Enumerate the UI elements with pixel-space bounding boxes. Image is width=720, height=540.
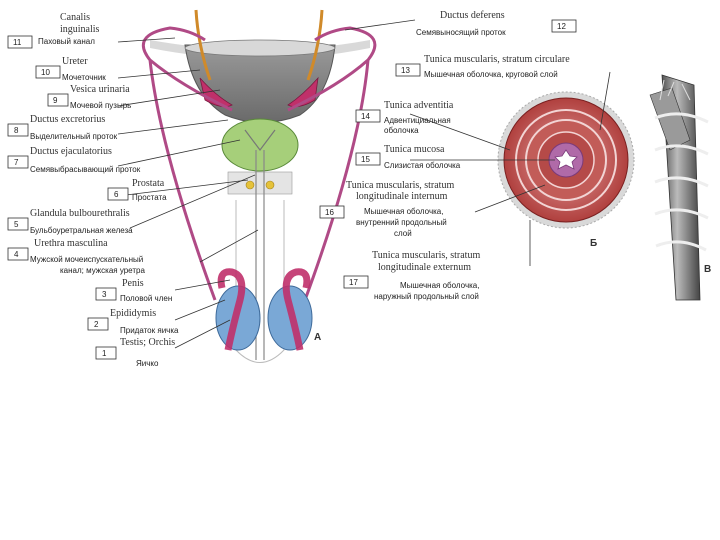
label-5-latin: Glandula bulbourethralis xyxy=(30,208,130,219)
label-2-num: 2 xyxy=(94,320,99,329)
label-17-russian-2: наружный продольный слой xyxy=(374,292,479,301)
panel-letter-b: Б xyxy=(590,238,597,249)
label-16-russian-1: Мышечная оболочка, xyxy=(364,207,443,216)
label-13-latin: Tunica muscularis, stratum circulare xyxy=(424,54,570,65)
panel-letter-a: А xyxy=(314,332,321,343)
label-9-latin: Vesica urinaria xyxy=(70,84,130,95)
label-number-boxes xyxy=(7,19,577,360)
label-16-latin-1: Tunica muscularis, stratum xyxy=(346,180,454,191)
label-15-num: 15 xyxy=(361,155,370,164)
ureter-right xyxy=(306,9,324,81)
label-14-russian-1: Адвентициальная xyxy=(384,116,451,125)
label-6-russian: Простата xyxy=(132,193,167,202)
label-10-russian: Мочеточник xyxy=(62,73,106,82)
label-10-latin: Ureter xyxy=(62,56,88,67)
label-17-num: 17 xyxy=(349,278,358,287)
panel-letter-c: В xyxy=(704,264,711,275)
ureter-left xyxy=(194,9,212,81)
panel-c-cylinder xyxy=(649,74,709,301)
label-8-latin: Ductus excretorius xyxy=(30,114,105,125)
label-16-num: 16 xyxy=(325,208,334,217)
label-12-latin: Ductus deferens xyxy=(440,10,505,21)
label-4-russian-2: канал; мужская уретра xyxy=(60,266,145,275)
label-9-num: 9 xyxy=(53,96,58,105)
label-7-latin: Ductus ejaculatorius xyxy=(30,146,112,157)
label-14-num: 14 xyxy=(361,112,370,121)
label-5-russian: Бульбоуретральная железа xyxy=(30,226,133,235)
prostate-shape xyxy=(221,118,299,172)
right-labels: 12 Ductus deferens Семявыносящий проток … xyxy=(325,10,570,301)
label-11-latin-1: Canalis xyxy=(60,12,90,23)
label-17-latin-2: longitudinale externum xyxy=(378,262,471,273)
epididymis-right xyxy=(282,268,311,351)
label-17-latin-1: Tunica muscularis, stratum xyxy=(372,250,480,261)
label-1-latin: Testis; Orchis xyxy=(120,337,175,348)
label-13-russian: Мышечная оболочка, круговой слой xyxy=(424,70,558,79)
label-12-num: 12 xyxy=(557,22,566,31)
label-4-russian-1: Мужской мочеиспускательный xyxy=(30,255,143,264)
label-3-num: 3 xyxy=(102,290,107,299)
label-9-russian: Мочевой пузырь xyxy=(70,101,131,110)
epididymis-left xyxy=(217,268,246,351)
panel-letters: А Б В xyxy=(314,238,711,343)
left-labels: 11 Canalis inguinalis Паховый канал 10 U… xyxy=(13,12,179,368)
ductus-deferens-left xyxy=(141,26,233,301)
leader-lines xyxy=(117,19,611,349)
panel-a-drawing xyxy=(141,9,377,363)
label-8-russian: Выделительный проток xyxy=(30,132,118,141)
label-16-russian-2: внутренний продольный xyxy=(356,218,447,227)
label-14-latin: Tunica adventitia xyxy=(384,100,454,111)
label-3-russian: Половой член xyxy=(120,294,172,303)
label-4-latin: Urethra masculina xyxy=(34,238,108,249)
label-1-num: 1 xyxy=(102,349,107,358)
label-12-russian: Семявыносящий проток xyxy=(416,28,506,37)
label-8-num: 8 xyxy=(14,126,19,135)
label-7-num: 7 xyxy=(14,158,19,167)
label-2-russian: Придаток яичка xyxy=(120,326,179,335)
label-16-latin-2: longitudinale internum xyxy=(356,191,448,202)
lumen xyxy=(554,149,578,170)
label-11-russian: Паховый канал xyxy=(38,37,95,46)
label-1-russian: Яичко xyxy=(136,359,159,368)
label-11-latin-2: inguinalis xyxy=(60,24,100,35)
label-6-num: 6 xyxy=(114,190,119,199)
label-17-russian-1: Мышечная оболочка, xyxy=(400,281,479,290)
label-5-num: 5 xyxy=(14,220,19,229)
label-14-russian-2: оболочка xyxy=(384,126,419,135)
label-15-latin: Tunica mucosa xyxy=(384,144,445,155)
label-6-latin: Prostata xyxy=(132,178,165,189)
label-4-num: 4 xyxy=(14,250,19,259)
label-2-latin: Epididymis xyxy=(110,308,156,319)
label-16-russian-3: слой xyxy=(394,229,412,238)
label-10-num: 10 xyxy=(41,68,50,77)
label-15-russian: Слизистая оболочка xyxy=(384,161,461,170)
ductus-deferens-right xyxy=(287,26,377,301)
label-11-num: 11 xyxy=(13,38,22,47)
label-7-russian: Семявыбрасывающий проток xyxy=(30,165,141,174)
label-3-latin: Penis xyxy=(122,278,144,289)
label-13-num: 13 xyxy=(401,66,410,75)
